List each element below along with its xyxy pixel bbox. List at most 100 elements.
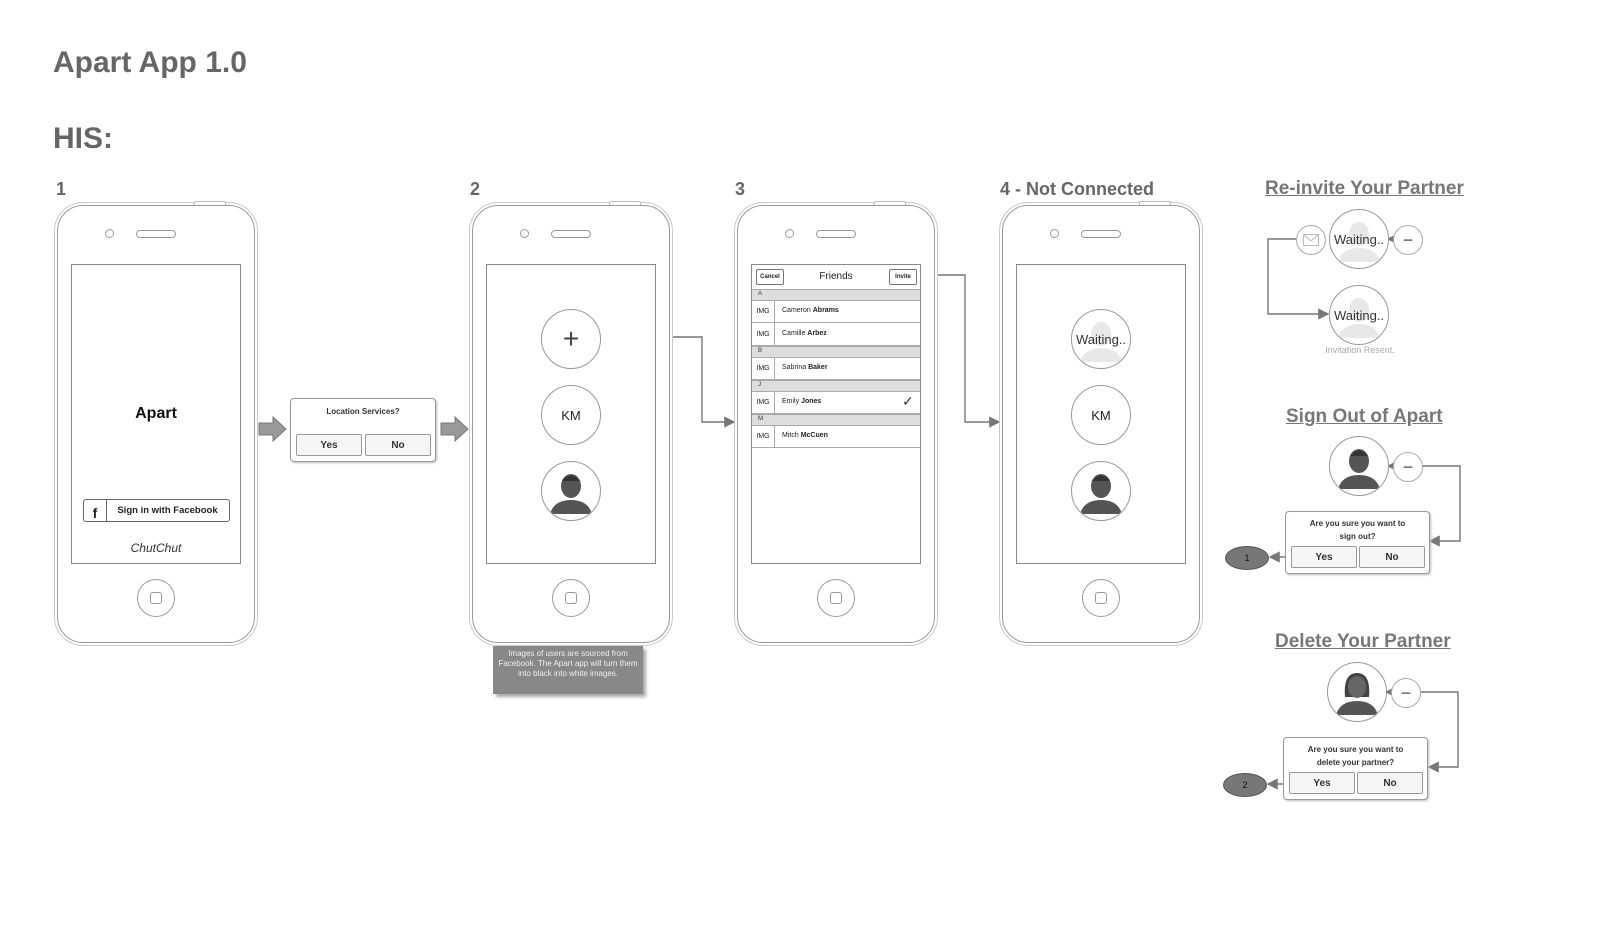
power-button <box>874 201 906 205</box>
friends-navbar: Cancel Friends Invite <box>752 265 920 290</box>
page-subtitle: HIS: <box>53 122 113 155</box>
camera-icon <box>105 229 114 238</box>
female-avatar-icon <box>1327 662 1387 722</box>
delete-partner-dialog: Are you sure you want to delete your par… <box>1283 737 1428 800</box>
brand-footer: ChutChut <box>130 541 182 555</box>
ghost-avatar-icon <box>1080 322 1122 362</box>
checkmark-icon: ✓ <box>902 393 914 409</box>
location-yes-button[interactable]: Yes <box>296 434 362 456</box>
location-services-dialog: Location Services? Yes No <box>290 398 436 462</box>
camera-icon <box>1050 229 1059 238</box>
phone-4: Waiting.. KM <box>1002 201 1200 643</box>
signout-minus-button[interactable]: − <box>1393 452 1423 482</box>
male-avatar-icon <box>1329 436 1389 496</box>
delete-minus-button[interactable]: − <box>1391 678 1421 708</box>
list-item[interactable]: IMG Camille Arbez <box>752 323 920 346</box>
section-header-j: J <box>752 380 920 392</box>
list-item[interactable]: IMG Emily Jones ✓ <box>752 391 920 414</box>
screen-2-label: 2 <box>470 179 481 199</box>
avatar: IMG <box>752 391 775 413</box>
avatar: IMG <box>752 323 775 345</box>
block-arrow-1 <box>258 415 287 443</box>
design-note-text: Images of users are sourced from Faceboo… <box>498 649 638 678</box>
delete-yes-button[interactable]: Yes <box>1289 772 1355 794</box>
page-title: Apart App 1.0 <box>53 46 247 79</box>
list-item[interactable]: IMG Sabrina Baker <box>752 357 920 380</box>
camera-icon <box>785 229 794 238</box>
invitation-resent-label: Invitation Resent. <box>1325 345 1395 355</box>
location-question: Location Services? <box>326 407 400 416</box>
friends-header: Friends <box>819 271 853 282</box>
add-partner-button[interactable]: + <box>541 309 601 369</box>
speaker-icon <box>136 230 176 238</box>
speaker-icon <box>1081 230 1121 238</box>
block-arrow-2 <box>440 415 469 443</box>
avatar: IMG <box>752 300 775 322</box>
signout-question-line1: Are you sure you want to <box>1309 519 1406 528</box>
invite-to-waiting-connector <box>914 274 1001 428</box>
home-button[interactable] <box>137 579 175 617</box>
signout-yes-button[interactable]: Yes <box>1291 546 1357 568</box>
screen-4-label: 4 - Not Connected <box>1000 179 1155 199</box>
screen-3-label: 3 <box>735 179 746 199</box>
home-button[interactable] <box>817 579 855 617</box>
initials-avatar: KM <box>1071 385 1131 445</box>
signout-title: Sign Out of Apart <box>1286 406 1443 427</box>
phone-3-screen: Cancel Friends Invite A IMG Cameron Abra… <box>751 264 921 564</box>
facebook-signin-label: Sign in with Facebook <box>117 505 218 516</box>
phone-3: Cancel Friends Invite A IMG Cameron Abra… <box>737 201 935 643</box>
male-avatar-icon <box>1071 461 1131 521</box>
power-button <box>194 201 226 205</box>
phone-2-screen: + KM <box>486 264 656 564</box>
goto-screen-1-marker: 1 <box>1225 546 1269 570</box>
power-button <box>1139 201 1171 205</box>
signout-question-line2: sign out? <box>1339 532 1376 541</box>
signout-no-button[interactable]: No <box>1359 546 1425 568</box>
delete-no-button[interactable]: No <box>1357 772 1423 794</box>
phone-2: + KM <box>472 201 670 643</box>
delete-connector <box>1419 691 1459 773</box>
list-item[interactable]: IMG Mitch McCuen <box>752 425 920 448</box>
delete-question-line2: delete your partner? <box>1316 758 1395 767</box>
section-header-m: M <box>752 414 920 426</box>
waiting-label: Waiting.. <box>1333 232 1385 247</box>
phone-1: Apart f Sign in with Facebook ChutChut <box>57 201 255 643</box>
speaker-icon <box>816 230 856 238</box>
reinvite-resent-avatar: Waiting.. <box>1329 285 1389 345</box>
waiting-label: Waiting.. <box>1075 332 1127 347</box>
phone-1-screen: Apart f Sign in with Facebook ChutChut <box>71 264 241 564</box>
minus-button[interactable]: − <box>1393 225 1423 255</box>
envelope-icon[interactable] <box>1296 225 1326 255</box>
speaker-icon <box>551 230 591 238</box>
facebook-signin-button[interactable]: f Sign in with Facebook <box>83 499 230 522</box>
app-name: Apart <box>135 405 177 422</box>
avatar: IMG <box>752 357 775 379</box>
reinvite-connector <box>1267 238 1330 320</box>
male-avatar-icon <box>541 461 601 521</box>
phone-4-screen: Waiting.. KM <box>1016 264 1186 564</box>
delete-partner-title: Delete Your Partner <box>1275 631 1451 652</box>
signout-connector <box>1421 465 1461 547</box>
waiting-avatar: Waiting.. <box>1071 309 1131 369</box>
delete-question-line1: Are you sure you want to <box>1307 745 1404 754</box>
list-item[interactable]: IMG Cameron Abrams <box>752 300 920 323</box>
signout-dialog: Are you sure you want to sign out? Yes N… <box>1285 511 1430 574</box>
facebook-icon: f <box>84 500 107 521</box>
reinvite-title: Re-invite Your Partner <box>1265 178 1464 199</box>
design-note: Images of users are sourced from Faceboo… <box>493 646 643 694</box>
invite-button[interactable]: Invite <box>889 269 917 285</box>
location-no-button[interactable]: No <box>365 434 431 456</box>
cancel-button[interactable]: Cancel <box>756 269 784 285</box>
home-button[interactable] <box>552 579 590 617</box>
section-header-a: A <box>752 289 920 301</box>
power-button <box>609 201 641 205</box>
home-button[interactable] <box>1082 579 1120 617</box>
initials-avatar: KM <box>541 385 601 445</box>
camera-icon <box>520 229 529 238</box>
screen-1-label: 1 <box>56 179 67 199</box>
goto-screen-2-marker: 2 <box>1223 773 1267 797</box>
avatar: IMG <box>752 425 775 447</box>
reinvite-waiting-avatar: Waiting.. <box>1329 209 1389 269</box>
section-header-b: B <box>752 346 920 358</box>
